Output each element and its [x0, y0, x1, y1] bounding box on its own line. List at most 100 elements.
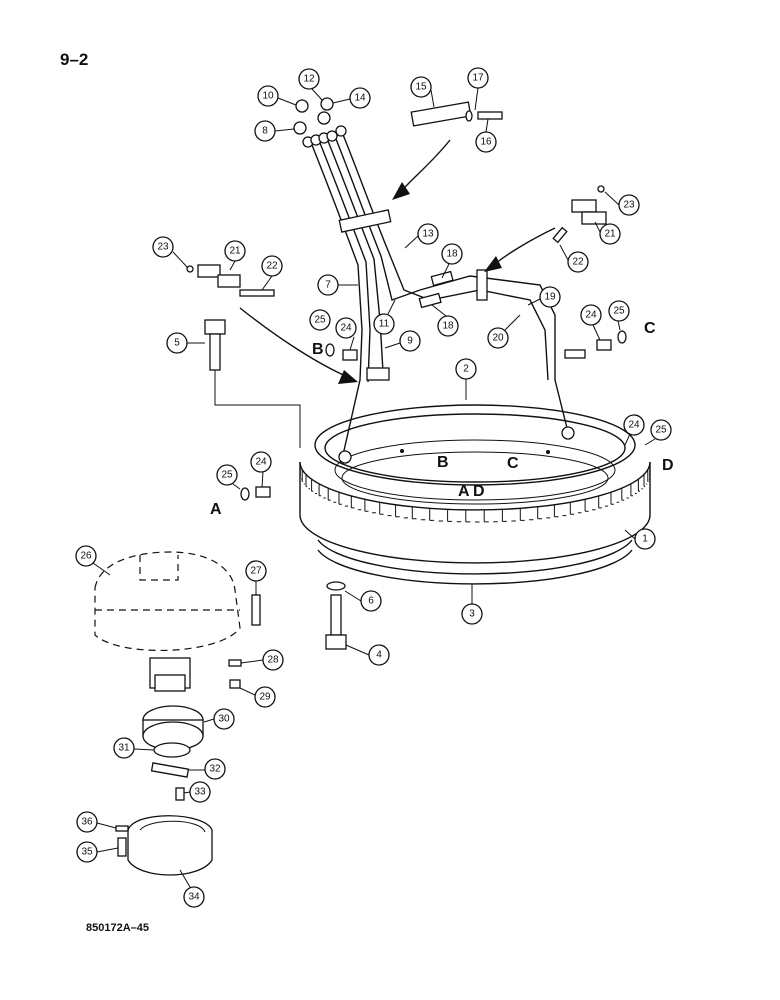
- svg-text:21: 21: [604, 229, 616, 240]
- leader-lines: [92, 87, 656, 888]
- callout-19: 19: [539, 286, 561, 308]
- bracket-left: [186, 264, 275, 297]
- svg-text:22: 22: [572, 257, 584, 268]
- callout-24c: 24: [623, 414, 645, 436]
- callout-5: 5: [166, 332, 188, 354]
- svg-text:15: 15: [415, 82, 427, 93]
- callout-18a: 18: [441, 243, 463, 265]
- callout-31: 31: [113, 737, 135, 759]
- page-number: 9–2: [60, 50, 89, 69]
- svg-text:19: 19: [544, 292, 556, 303]
- connectors: [240, 330, 627, 501]
- callout-21b: 21: [224, 240, 246, 262]
- svg-text:24: 24: [340, 323, 352, 334]
- svg-text:7: 7: [325, 280, 331, 291]
- svg-text:18: 18: [446, 249, 458, 260]
- callout-15: 15: [410, 76, 432, 98]
- callout-36: 36: [76, 811, 98, 833]
- callout-21a: 21: [599, 223, 621, 245]
- callout-25a: 25: [309, 309, 331, 331]
- callout-12: 12: [298, 68, 320, 90]
- svg-text:24: 24: [628, 420, 640, 431]
- callout-8: 8: [254, 120, 276, 142]
- callout-6: 6: [360, 590, 382, 612]
- bracket-right: [552, 185, 607, 244]
- svg-text:24: 24: [255, 457, 267, 468]
- svg-text:1: 1: [642, 534, 648, 545]
- svg-text:25: 25: [221, 470, 233, 481]
- pinion-cover: [115, 815, 213, 876]
- letter-C-ring: C: [507, 455, 519, 472]
- svg-text:11: 11: [379, 319, 390, 330]
- callouts: 10 12 14 8 15 17 16 23 21 22 13 18 18 19…: [75, 67, 672, 908]
- letter-C-right: C: [644, 320, 656, 337]
- callout-20: 20: [487, 327, 509, 349]
- svg-text:12: 12: [303, 74, 315, 85]
- svg-text:10: 10: [262, 91, 274, 102]
- callout-9: 9: [399, 330, 421, 352]
- svg-text:16: 16: [480, 137, 492, 148]
- letter-A-ring: A: [458, 483, 470, 500]
- drawing-id: 850172A–45: [86, 922, 150, 934]
- connection-letters: B C B C A D A D: [210, 320, 674, 518]
- callout-27: 27: [245, 560, 267, 582]
- callout-11: 11: [373, 313, 395, 335]
- callout-35: 35: [76, 841, 98, 863]
- svg-text:18: 18: [442, 321, 454, 332]
- callout-34: 34: [183, 886, 205, 908]
- svg-text:14: 14: [354, 93, 366, 104]
- svg-text:32: 32: [209, 764, 221, 775]
- svg-text:9: 9: [407, 336, 413, 347]
- svg-text:6: 6: [368, 596, 374, 607]
- svg-text:31: 31: [118, 743, 130, 754]
- svg-text:21: 21: [229, 246, 241, 257]
- callout-24d: 24: [250, 451, 272, 473]
- ring-gear: [299, 404, 651, 585]
- svg-text:25: 25: [655, 425, 667, 436]
- svg-text:24: 24: [585, 310, 597, 321]
- svg-text:34: 34: [188, 892, 200, 903]
- pinion-parts: [142, 705, 204, 801]
- callout-2: 2: [455, 358, 477, 380]
- svg-text:13: 13: [422, 229, 434, 240]
- callout-4: 4: [368, 644, 390, 666]
- svg-text:23: 23: [623, 200, 635, 211]
- callout-25c: 25: [650, 419, 672, 441]
- svg-text:35: 35: [81, 847, 93, 858]
- callout-30: 30: [213, 708, 235, 730]
- svg-text:22: 22: [266, 261, 278, 272]
- svg-text:33: 33: [194, 787, 206, 798]
- callout-13: 13: [417, 223, 439, 245]
- callout-25d: 25: [216, 464, 238, 486]
- letter-D-right: D: [662, 457, 674, 474]
- bolt-4: [325, 581, 347, 650]
- svg-text:29: 29: [259, 692, 271, 703]
- svg-text:23: 23: [157, 242, 169, 253]
- callout-22a: 22: [567, 251, 589, 273]
- svg-text:26: 26: [80, 551, 92, 562]
- callout-10: 10: [257, 85, 279, 107]
- fittings-top: [293, 97, 503, 135]
- letter-D-ring: D: [473, 483, 485, 500]
- callout-32: 32: [204, 758, 226, 780]
- callout-24a: 24: [335, 317, 357, 339]
- svg-text:5: 5: [174, 338, 180, 349]
- svg-text:25: 25: [314, 315, 326, 326]
- svg-text:3: 3: [469, 609, 475, 620]
- callout-29: 29: [254, 686, 276, 708]
- assembly-arrows: [239, 139, 556, 384]
- callout-33: 33: [189, 781, 211, 803]
- svg-text:25: 25: [613, 306, 625, 317]
- svg-text:28: 28: [267, 655, 279, 666]
- callout-14: 14: [349, 87, 371, 109]
- callout-28: 28: [262, 649, 284, 671]
- svg-text:8: 8: [262, 126, 268, 137]
- callout-7: 7: [317, 274, 339, 296]
- callout-24b: 24: [580, 304, 602, 326]
- letter-B-left: B: [312, 341, 324, 358]
- callout-18b: 18: [437, 315, 459, 337]
- callout-23a: 23: [618, 194, 640, 216]
- svg-text:30: 30: [218, 714, 230, 725]
- callout-25b: 25: [608, 300, 630, 322]
